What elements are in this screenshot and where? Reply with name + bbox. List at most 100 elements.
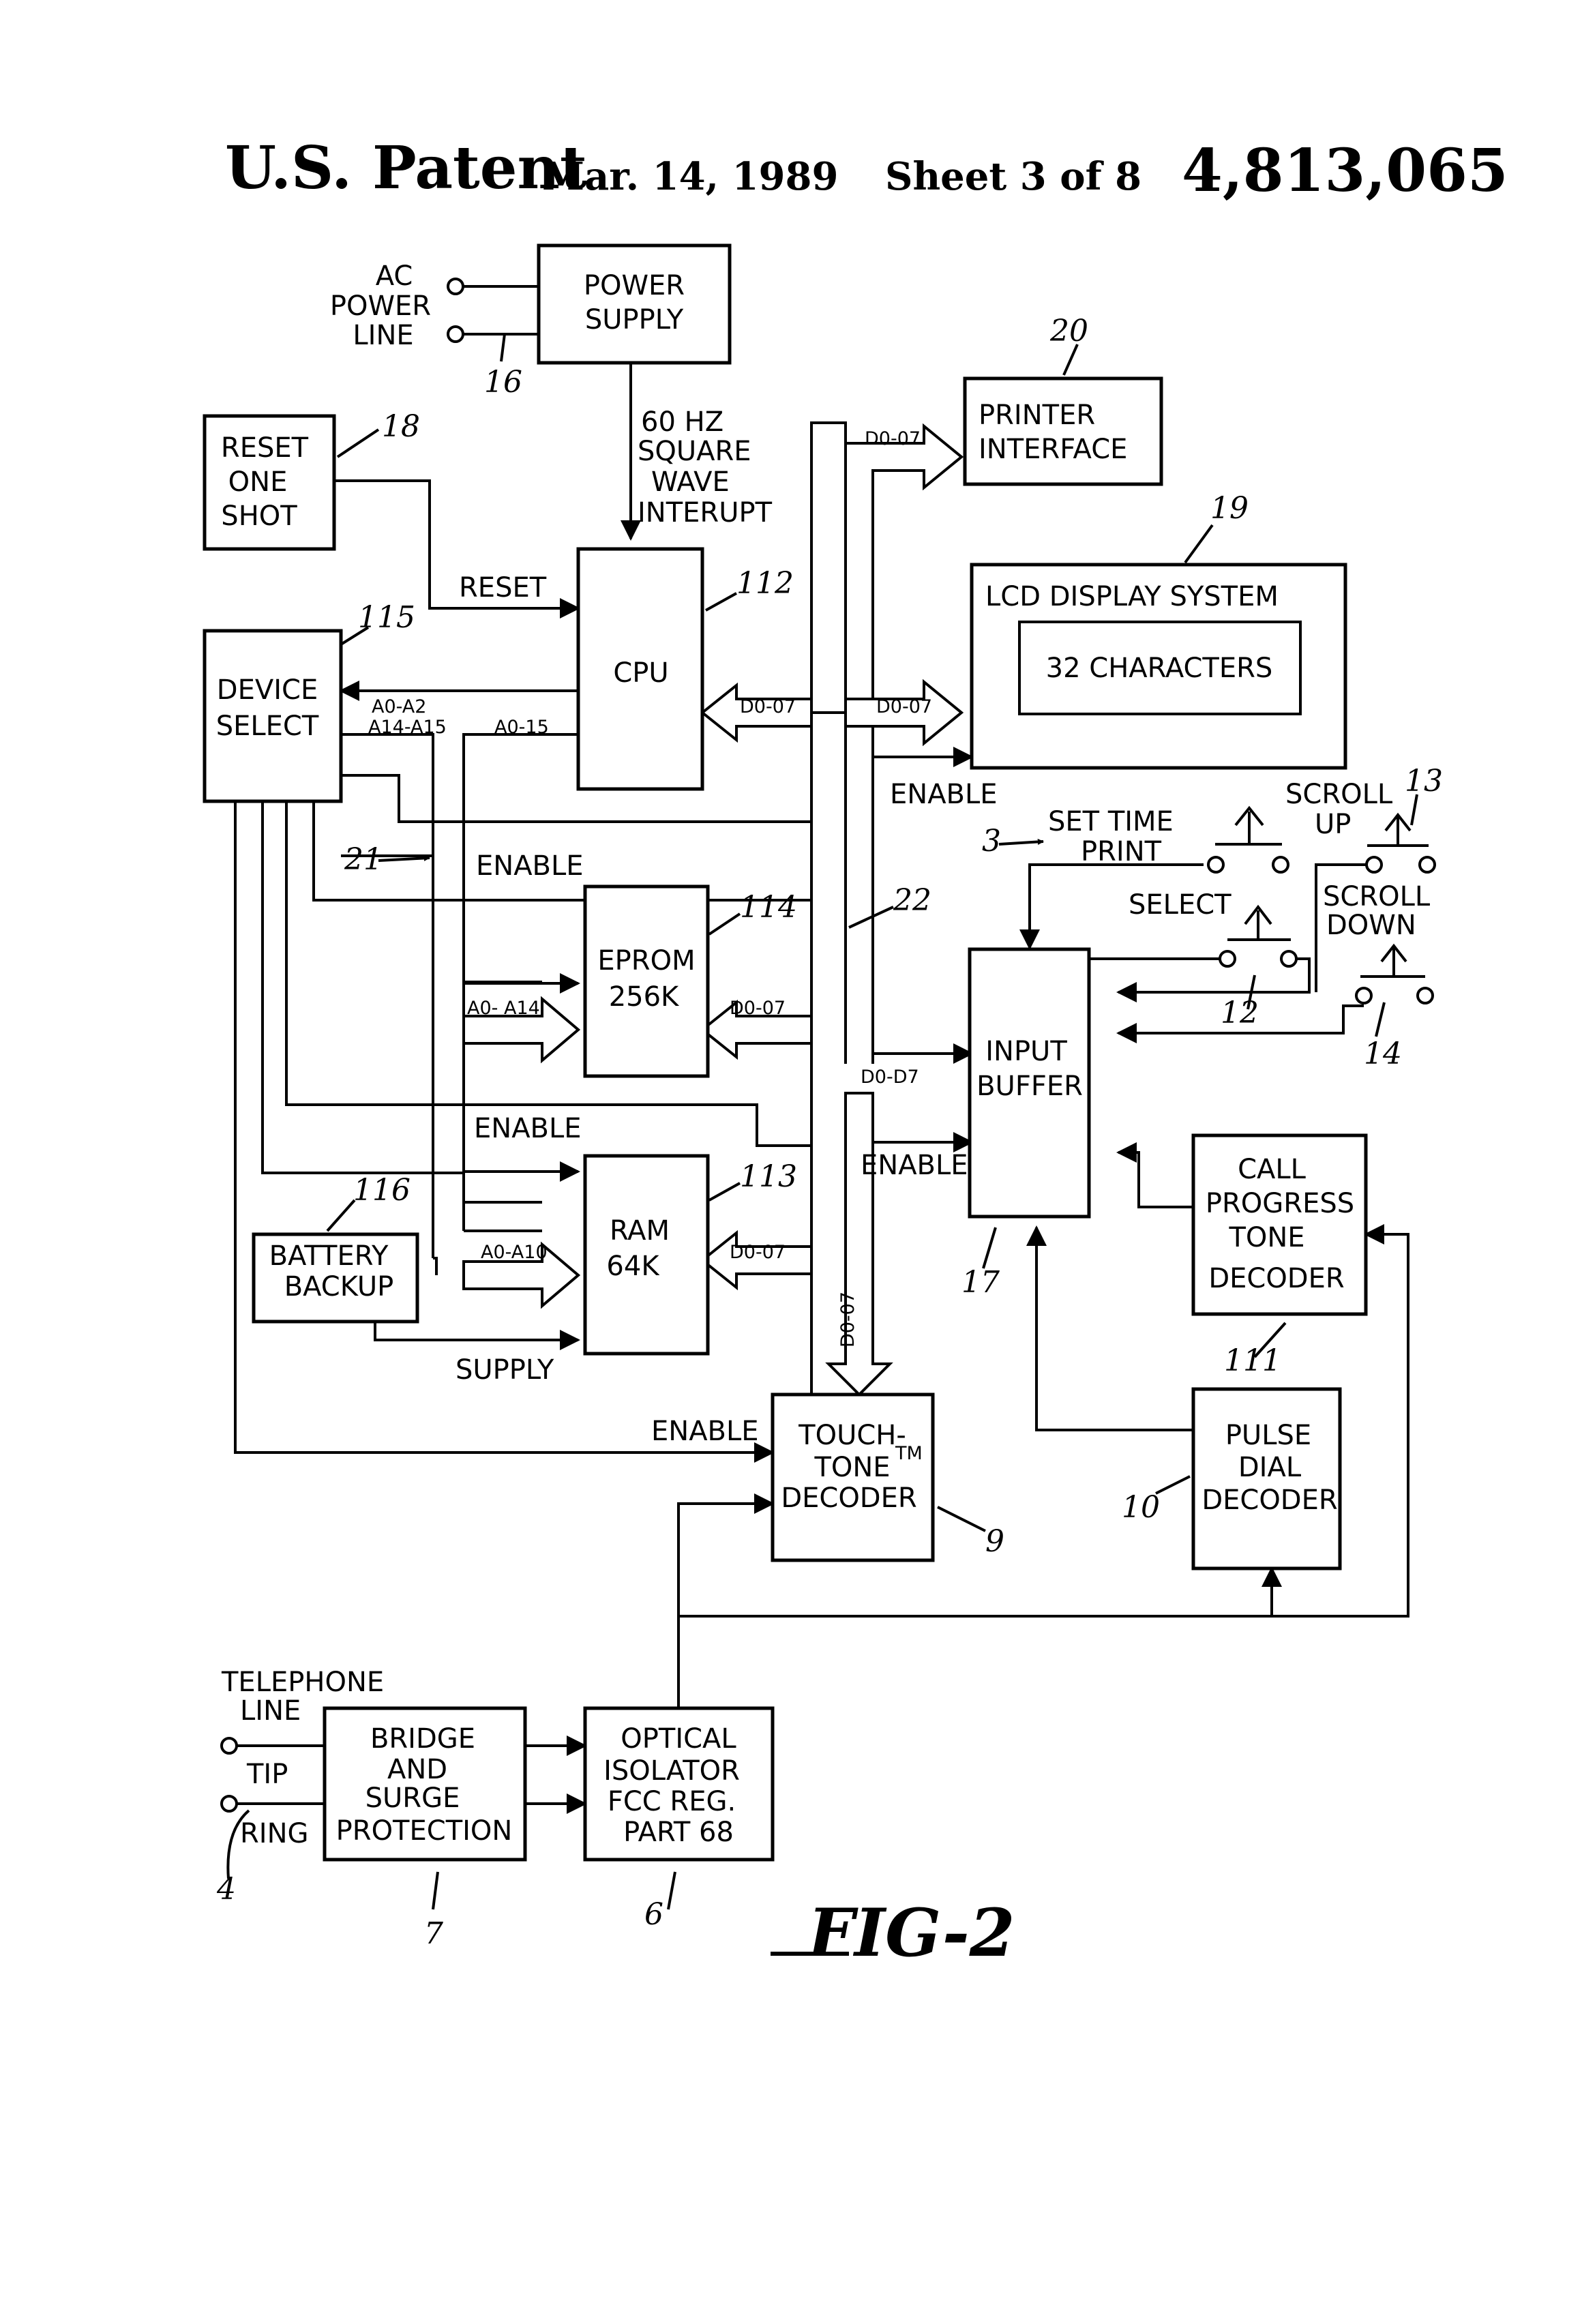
- power-supply-line-1: POWER: [584, 270, 685, 301]
- svg-text:19: 19: [1210, 491, 1249, 526]
- svg-text:D0-07: D0-07: [740, 696, 796, 717]
- svg-text:FCC REG.: FCC REG.: [608, 1786, 736, 1817]
- svg-text:CALL: CALL: [1238, 1154, 1307, 1185]
- figure-label: FIG-2: [806, 1894, 1015, 1971]
- svg-text:256K: 256K: [609, 981, 680, 1013]
- pulse-dial-block: PULSE DIAL DECODER: [1193, 1389, 1340, 1568]
- svg-text:A14-A15: A14-A15: [368, 717, 447, 738]
- power-supply-block: POWER SUPPLY: [539, 245, 730, 363]
- svg-text:RESET: RESET: [221, 432, 309, 464]
- signal-labels: AC POWER LINE 60 HZ SQUARE WAVE INTERUPT…: [221, 260, 1431, 1849]
- svg-text:18: 18: [382, 409, 420, 444]
- svg-text:D0-07: D0-07: [876, 696, 932, 717]
- svg-text:DOWN: DOWN: [1326, 910, 1416, 941]
- svg-text:ENABLE: ENABLE: [861, 1150, 968, 1181]
- printer-interface-block: PRINTER INTERFACE: [965, 378, 1161, 484]
- cpu-label: CPU: [613, 657, 668, 689]
- svg-text:PULSE: PULSE: [1225, 1420, 1311, 1451]
- svg-text:AC: AC: [376, 260, 413, 292]
- svg-text:ISOLATOR: ISOLATOR: [603, 1755, 740, 1787]
- svg-text:TONE: TONE: [1228, 1222, 1304, 1253]
- battery-backup-block: BATTERY BACKUP: [254, 1234, 417, 1322]
- svg-text:SCROLL: SCROLL: [1285, 779, 1393, 810]
- svg-text:13: 13: [1405, 764, 1443, 799]
- svg-text:SELECT: SELECT: [216, 711, 319, 742]
- svg-text:112: 112: [736, 566, 794, 601]
- optical-isolator-block: OPTICAL ISOLATOR FCC REG. PART 68: [585, 1708, 773, 1860]
- svg-text:SQUARE: SQUARE: [638, 436, 751, 467]
- svg-text:BACKUP: BACKUP: [284, 1271, 394, 1302]
- reference-numerals: 16 18 20 19 112 115 21 22 114 113 116 3 …: [216, 314, 1443, 1951]
- svg-text:SELECT: SELECT: [1129, 889, 1232, 921]
- eprom-block: EPROM 256K: [585, 887, 708, 1076]
- svg-text:SUPPLY: SUPPLY: [456, 1354, 554, 1386]
- svg-text:D0-07: D0-07: [730, 1242, 786, 1263]
- svg-text:64K: 64K: [606, 1251, 660, 1282]
- input-buffer-block: INPUT BUFFER: [970, 949, 1089, 1217]
- svg-text:17: 17: [961, 1265, 1000, 1300]
- svg-text:AND: AND: [387, 1754, 447, 1785]
- svg-text:INTERUPT: INTERUPT: [638, 497, 773, 528]
- ram-block: RAM 64K: [585, 1156, 708, 1354]
- svg-text:114: 114: [740, 890, 797, 925]
- call-progress-block: CALL PROGRESS TONE DECODER: [1193, 1135, 1366, 1314]
- svg-text:A0-A10: A0-A10: [481, 1242, 548, 1263]
- svg-text:A0-A2: A0-A2: [372, 696, 426, 717]
- svg-text:DIAL: DIAL: [1238, 1452, 1302, 1483]
- svg-text:22: 22: [893, 883, 931, 918]
- svg-text:DEVICE: DEVICE: [217, 674, 318, 706]
- svg-text:UP: UP: [1315, 809, 1351, 840]
- svg-text:SHOT: SHOT: [221, 501, 297, 532]
- svg-text:10: 10: [1122, 1490, 1160, 1525]
- svg-text:EPROM: EPROM: [597, 945, 695, 977]
- svg-text:BRIDGE: BRIDGE: [370, 1723, 475, 1755]
- svg-text:ENABLE: ENABLE: [476, 850, 584, 882]
- svg-text:LINE: LINE: [240, 1695, 301, 1727]
- svg-text:LCD DISPLAY SYSTEM: LCD DISPLAY SYSTEM: [985, 581, 1279, 612]
- svg-text:6: 6: [644, 1897, 663, 1932]
- svg-text:TM: TM: [895, 1443, 923, 1464]
- svg-text:TONE: TONE: [814, 1452, 890, 1483]
- svg-text:12: 12: [1221, 996, 1259, 1030]
- svg-text:PROTECTION: PROTECTION: [336, 1815, 513, 1847]
- lcd-display-block: LCD DISPLAY SYSTEM 32 CHARACTERS: [972, 565, 1345, 768]
- svg-text:PRINTER: PRINTER: [979, 400, 1095, 431]
- svg-text:BUFFER: BUFFER: [976, 1071, 1083, 1102]
- svg-text:POWER: POWER: [330, 290, 431, 322]
- svg-text:SET TIME: SET TIME: [1048, 806, 1174, 837]
- svg-text:DECODER: DECODER: [1208, 1263, 1344, 1294]
- svg-text:BATTERY: BATTERY: [269, 1240, 389, 1272]
- svg-text:9: 9: [985, 1524, 1004, 1559]
- svg-text:DECODER: DECODER: [1202, 1485, 1337, 1516]
- svg-text:ENABLE: ENABLE: [651, 1416, 759, 1447]
- svg-text:INTERFACE: INTERFACE: [979, 434, 1127, 465]
- svg-text:113: 113: [740, 1159, 797, 1194]
- svg-text:D0-07: D0-07: [730, 998, 786, 1019]
- svg-text:20: 20: [1049, 314, 1088, 348]
- bridge-protection-block: BRIDGE AND SURGE PROTECTION: [325, 1708, 525, 1860]
- svg-text:PRINT: PRINT: [1081, 836, 1162, 867]
- device-select-block: DEVICE SELECT: [205, 631, 341, 801]
- svg-text:D0-D7: D0-D7: [861, 1067, 919, 1088]
- svg-text:TOUCH-: TOUCH-: [798, 1420, 906, 1451]
- touch-tone-block: TOUCH- TONE TM DECODER: [773, 1395, 933, 1560]
- svg-text:TELEPHONE: TELEPHONE: [221, 1667, 384, 1698]
- svg-text:RAM: RAM: [610, 1215, 670, 1247]
- svg-text:60 HZ: 60 HZ: [641, 406, 723, 438]
- svg-text:LINE: LINE: [353, 320, 413, 351]
- svg-text:WAVE: WAVE: [651, 466, 730, 498]
- svg-text:INPUT: INPUT: [985, 1036, 1067, 1067]
- svg-text:A0- A14: A0- A14: [467, 998, 540, 1019]
- svg-text:D0-07: D0-07: [837, 1292, 859, 1347]
- switches: [222, 279, 1435, 1811]
- svg-text:21: 21: [344, 842, 383, 877]
- svg-text:32 CHARACTERS: 32 CHARACTERS: [1046, 653, 1273, 684]
- svg-text:ENABLE: ENABLE: [474, 1113, 582, 1144]
- svg-text:116: 116: [353, 1173, 411, 1208]
- svg-text:ONE: ONE: [228, 466, 288, 498]
- svg-text:RING: RING: [240, 1818, 309, 1849]
- svg-text:RESET: RESET: [459, 572, 547, 604]
- svg-text:7: 7: [424, 1916, 443, 1951]
- svg-text:PART 68: PART 68: [623, 1817, 734, 1848]
